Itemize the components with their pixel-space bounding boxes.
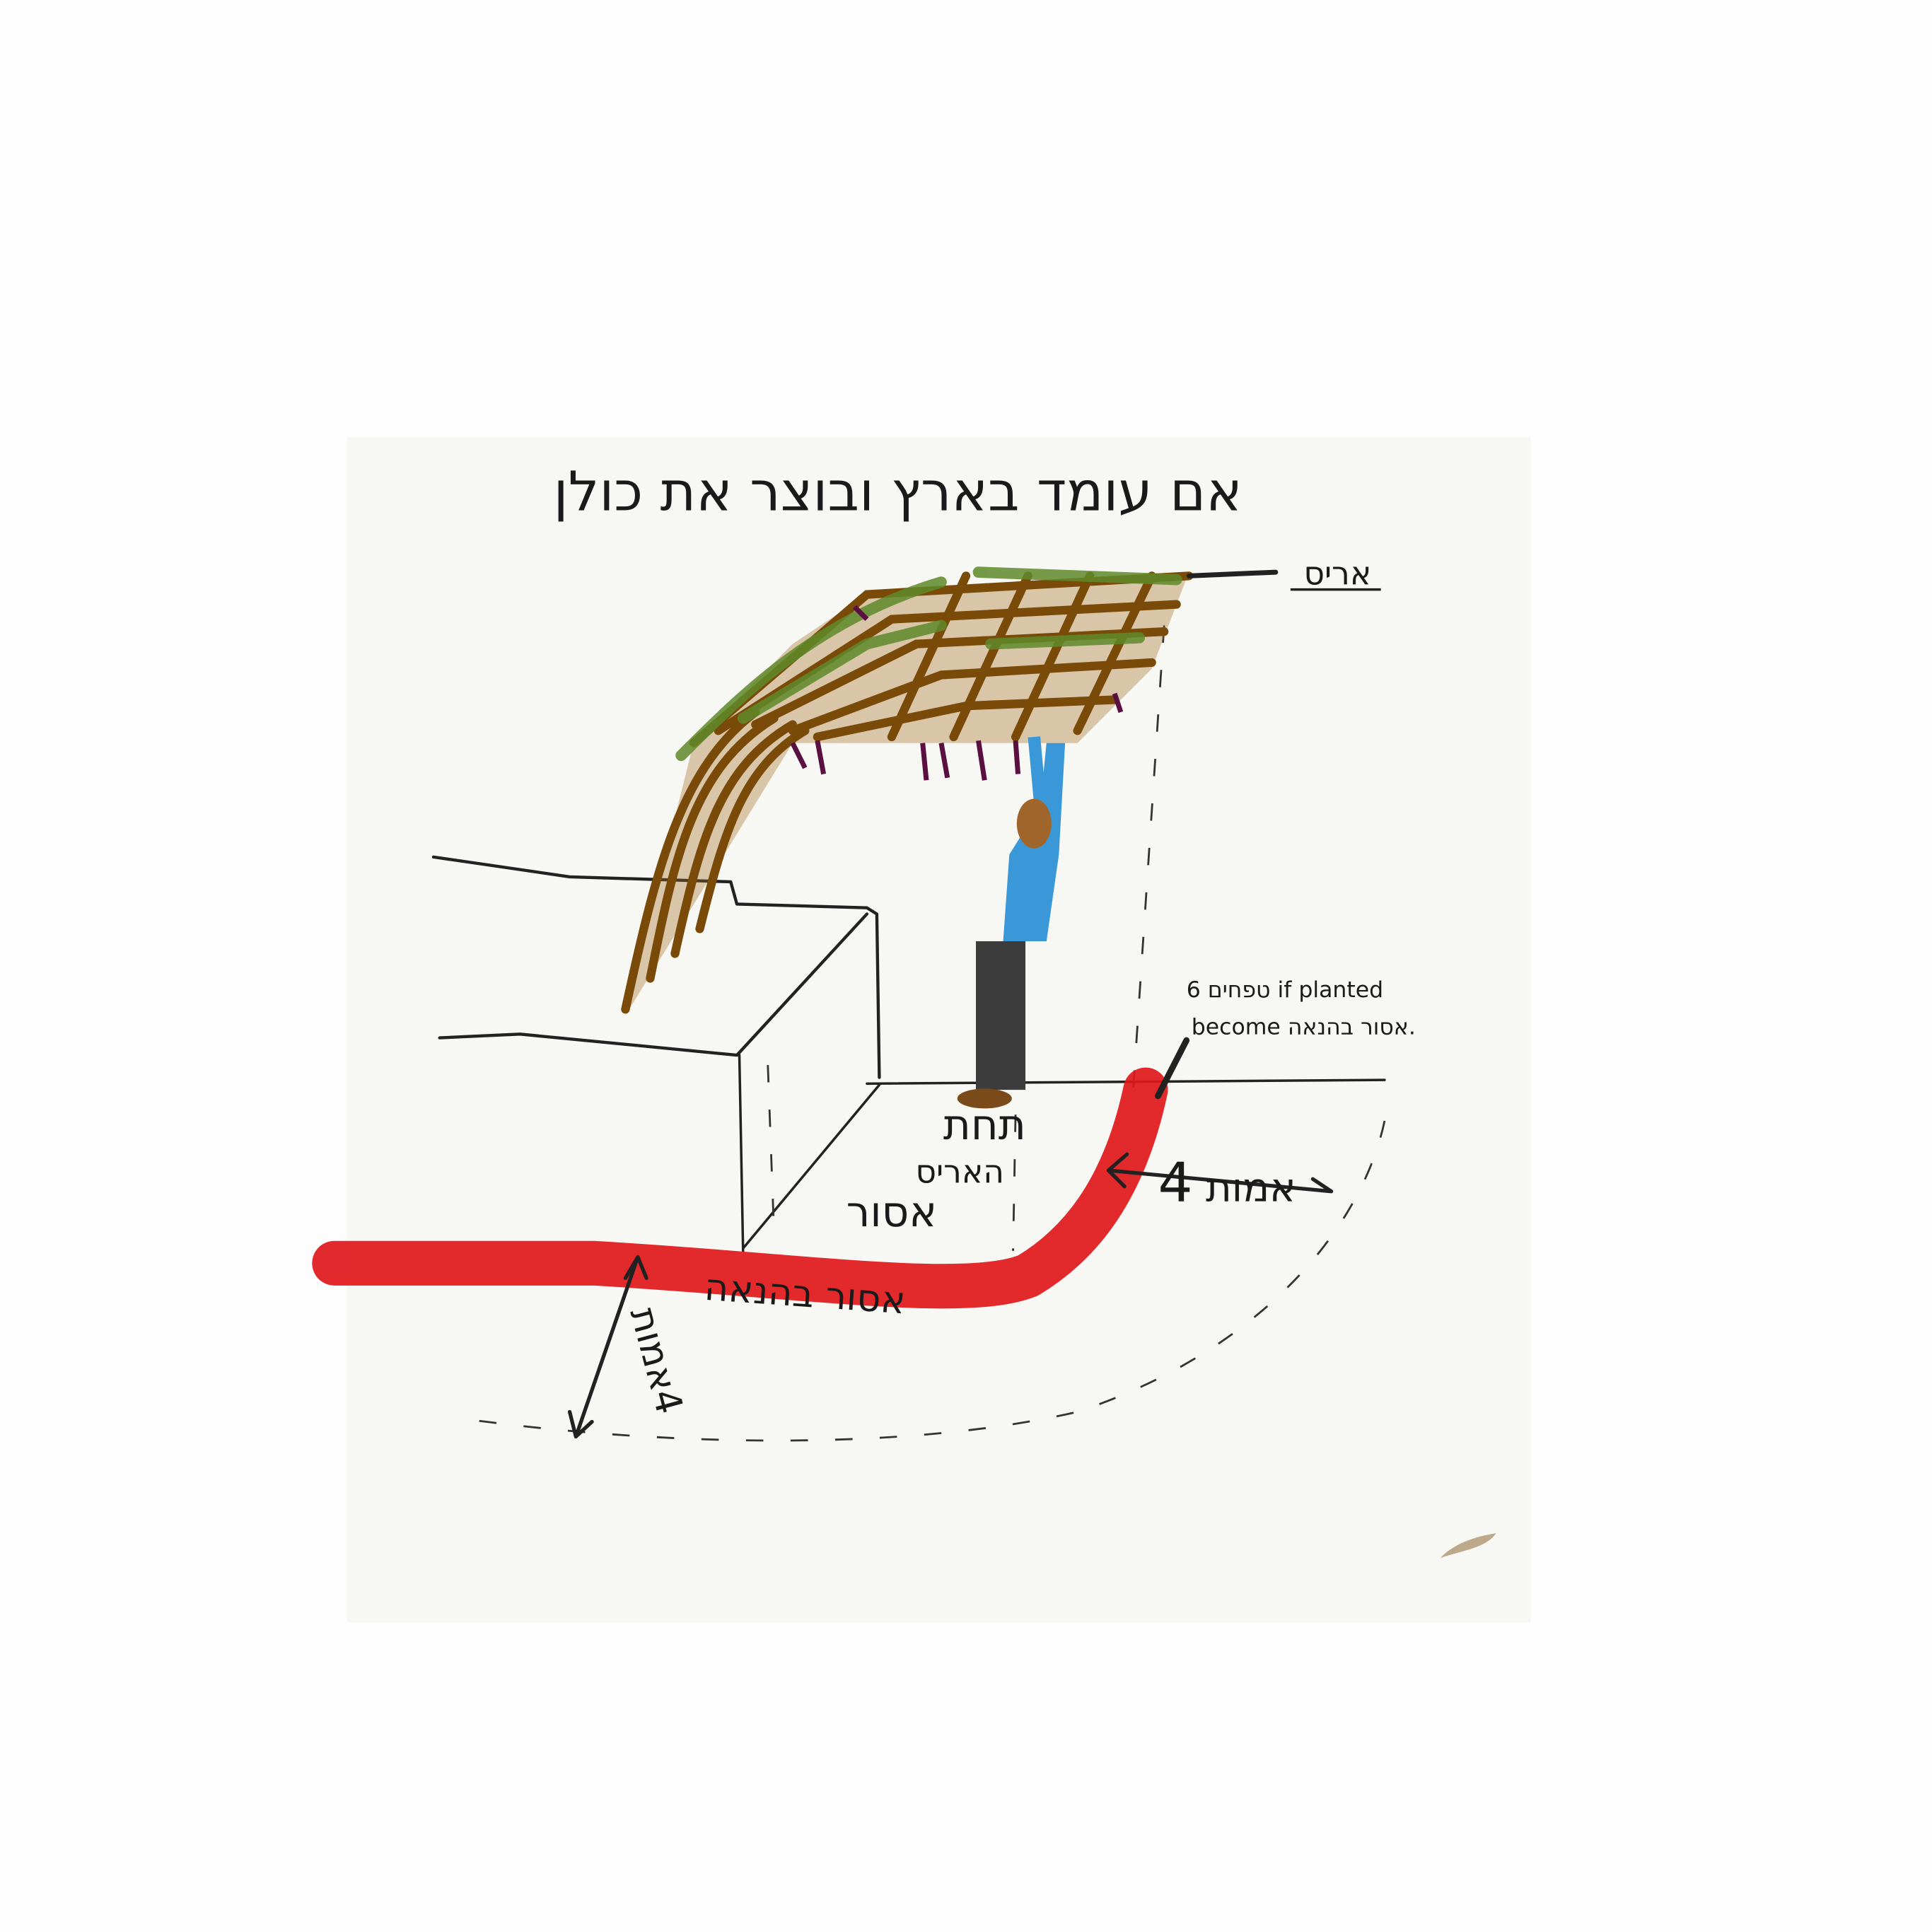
under-aris-line2: האריס xyxy=(915,1153,1004,1190)
brush-smudge xyxy=(1440,1533,1496,1559)
boundary-dashes xyxy=(458,625,1386,1442)
aris-label: אריס xyxy=(1303,555,1371,593)
note-line1: 6 טפחים if planted xyxy=(1187,977,1383,1003)
four-amot-right-num: 4 xyxy=(1158,1151,1192,1215)
vine-trellis xyxy=(621,566,1194,1016)
measure-arrow-right xyxy=(1106,1152,1334,1194)
wall-outline xyxy=(431,855,1386,1252)
under-aris-line1: תחת xyxy=(943,1101,1026,1150)
note-pointer xyxy=(1155,1037,1190,1100)
title: אם עומד בארץ ובוצר את כולן xyxy=(554,460,1243,524)
measure-arrow-left xyxy=(567,1255,648,1439)
four-amot-right-word: אמות xyxy=(1206,1165,1296,1211)
aris-pointer xyxy=(1186,569,1279,578)
note-line2: become אסור בהנאה. xyxy=(1192,1014,1416,1040)
under-aris-line3: אסור xyxy=(846,1188,937,1237)
person-figure xyxy=(957,736,1066,1109)
